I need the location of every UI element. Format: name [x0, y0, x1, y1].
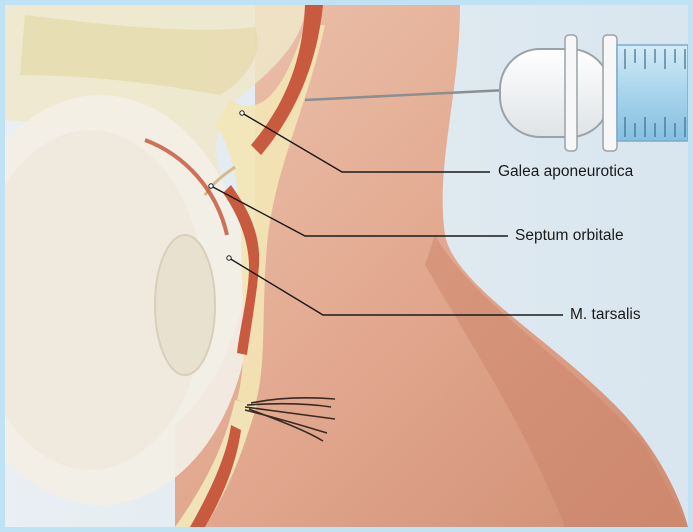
label-septum-orbitale: Septum orbitale: [515, 228, 624, 244]
label-galea-aponeurotica: Galea aponeurotica: [498, 164, 633, 180]
leader-dot-septum: [209, 184, 213, 188]
leader-dot-tarsalis: [227, 256, 231, 260]
label-m-tarsalis: M. tarsalis: [570, 307, 641, 323]
leader-dot-galea: [240, 111, 244, 115]
eyelid-injection-illustration: [5, 5, 688, 527]
lens: [155, 235, 215, 375]
